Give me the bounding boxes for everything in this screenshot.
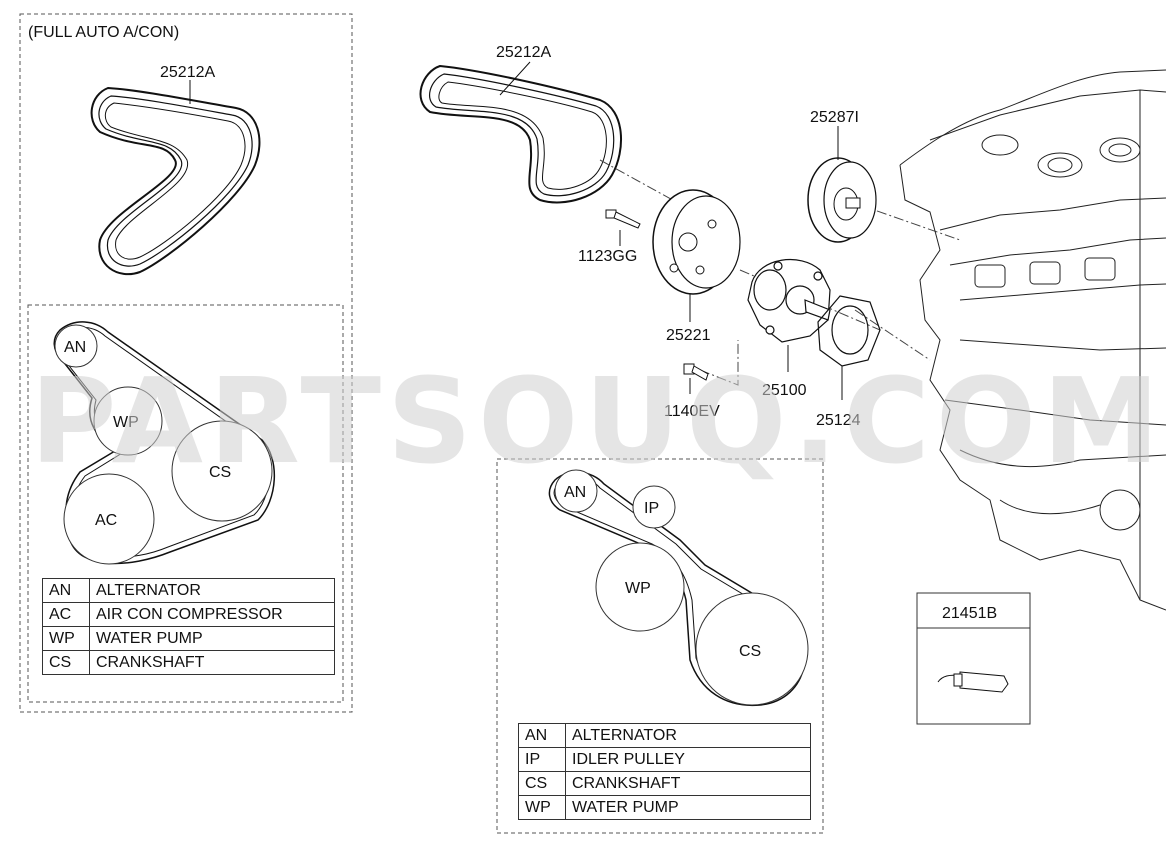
belt-main-illustration [419,64,623,204]
panel-left-routing-frame [27,304,344,703]
legend-code: AN [42,578,90,603]
leader-belt-main [499,61,531,96]
pulley-cs-left [171,420,273,522]
pulley-an-left [54,324,98,368]
part-label-belt-left: 25212A [160,64,215,81]
part-label-25124: 25124 [816,412,861,429]
pulley-an-mid-label: AN [564,484,586,501]
pulley-wp-left-label: WP [113,414,139,431]
water-pump-pulley-illustration [652,189,741,295]
panel-mid-frame [496,458,824,834]
pulley-cs-mid-label: CS [739,643,761,660]
water-pump-illustration [747,258,831,343]
pulley-wp-mid [595,542,685,632]
legend-name: ALTERNATOR [89,578,335,603]
pulley-ip-mid [632,485,676,529]
panel-left-title: (FULL AUTO A/CON) [28,24,179,41]
pulley-wp-mid-label: WP [625,580,651,597]
legend-code: WP [518,795,566,820]
belt-left-illustration [90,86,261,276]
pulley-an-left-label: AN [64,339,86,356]
legend-code: AC [42,602,90,627]
pulley-ac-left-label: AC [95,512,117,529]
part-label-25221: 25221 [666,327,711,344]
part-label-belt-main: 25212A [496,44,551,61]
legend-name: CRANKSHAFT [89,650,335,675]
part-label-1140EV: 1140EV [664,403,720,420]
part-label-25100: 25100 [762,382,807,399]
pulley-ac-left [63,473,155,565]
legend-name: CRANKSHAFT [565,771,811,796]
pulley-ip-mid-label: IP [644,500,659,517]
pulley-wp-left [93,386,163,456]
sealant-tube-icon [937,671,1009,693]
legend-code: CS [42,650,90,675]
legend-name: AIR CON COMPRESSOR [89,602,335,627]
bolt-1140EV-illustration [683,363,709,381]
sealant-box-frame [916,592,1031,725]
legend-name: WATER PUMP [89,626,335,651]
legend-code: AN [518,723,566,748]
pulley-an-mid [554,469,598,513]
part-label-1123GG: 1123GG [578,248,637,265]
legend-code: IP [518,747,566,772]
legend-name: ALTERNATOR [565,723,811,748]
pulley-cs-left-label: CS [209,464,231,481]
tensioner-pulley-illustration [807,157,877,243]
pulley-cs-mid [695,592,809,706]
panel-left-frame [19,13,353,713]
legend-name: IDLER PULLEY [565,747,811,772]
engine-block-illustration [899,69,1166,611]
watermark: PARTSOUQ.COM [30,352,1166,490]
bolt-1123GG-illustration [605,209,641,229]
legend-name: WATER PUMP [565,795,811,820]
part-label-25287I: 25287I [810,109,859,126]
gasket-illustration [817,295,881,367]
part-label-21451B: 21451B [942,605,997,622]
legend-code: WP [42,626,90,651]
legend-code: CS [518,771,566,796]
